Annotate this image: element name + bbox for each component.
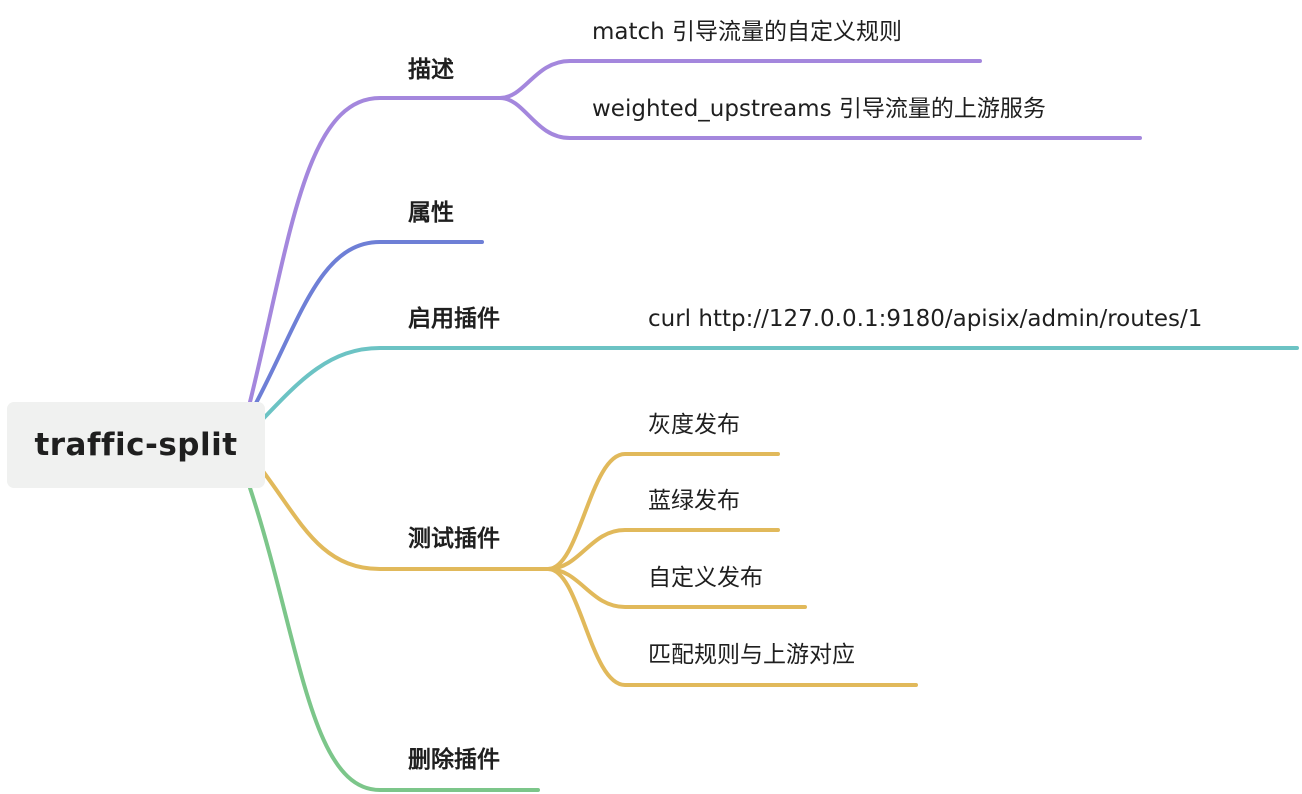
root-label: traffic-split xyxy=(34,427,238,463)
leaf-label-gray-release[interactable]: 灰度发布 xyxy=(648,412,740,438)
leaf-connector-match xyxy=(498,59,982,100)
leaf-label-match[interactable]: match 引导流量的自定义规则 xyxy=(592,19,903,45)
leaf-connector-blue-green xyxy=(546,528,780,571)
leaf-label-weighted-upstreams[interactable]: weighted_upstreams 引导流量的上游服务 xyxy=(592,96,1046,122)
branch-label-delete-plugin[interactable]: 删除插件 xyxy=(408,747,500,773)
branch-label-description[interactable]: 描述 xyxy=(408,57,454,83)
branch-connector-attributes xyxy=(253,240,484,407)
leaf-label-match-upstream[interactable]: 匹配规则与上游对应 xyxy=(648,642,855,668)
leaf-connector-custom-release xyxy=(546,567,807,609)
branch-connector-description xyxy=(248,96,502,404)
leaf-connector-match-upstream xyxy=(546,567,918,687)
leaf-label-custom-release[interactable]: 自定义发布 xyxy=(648,565,763,591)
leaf-connector-gray-release xyxy=(546,452,780,571)
leaf-label-curl-command[interactable]: curl http://127.0.0.1:9180/apisix/admin/… xyxy=(648,306,1203,332)
branch-connector-test-plugin xyxy=(260,468,550,571)
branch-connector-delete-plugin xyxy=(248,486,540,792)
leaf-label-blue-green[interactable]: 蓝绿发布 xyxy=(648,488,740,514)
leaf-connector-weighted-upstreams xyxy=(498,96,1142,140)
branch-connector-enable-plugin xyxy=(260,346,1299,422)
branch-label-enable-plugin[interactable]: 启用插件 xyxy=(408,306,500,332)
root-node[interactable]: traffic-split xyxy=(7,402,265,488)
branch-label-attributes[interactable]: 属性 xyxy=(408,200,454,226)
branch-label-test-plugin[interactable]: 测试插件 xyxy=(408,526,500,552)
